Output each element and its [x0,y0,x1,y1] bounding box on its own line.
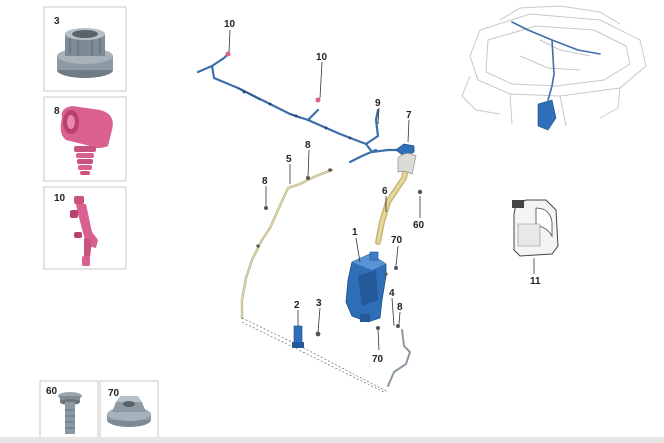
callout-6: 6 [382,186,388,197]
callout-2: 2 [294,300,300,311]
callout-11: 11 [530,276,541,287]
thumb-label-10: 10 [54,193,66,204]
thumb-label-8: 8 [54,106,60,117]
vehicle-hose-highlight [511,21,601,131]
callout-8-right: 8 [397,302,403,313]
callout-70-top: 70 [391,235,403,246]
washer-nozzle-icon [70,196,98,266]
callout-5: 5 [286,154,292,165]
thumb-part-8[interactable]: 8 [43,96,127,182]
assembly-lines [241,317,389,393]
bottom-scroll-strip [0,437,664,443]
leader-lines [228,29,535,351]
vehicle-location-view [461,5,647,127]
flange-nut-icon [107,396,151,427]
callout-1: 1 [352,227,358,238]
callout-7: 7 [406,110,412,121]
thumb-label-3: 3 [54,16,60,27]
thumb-part-3[interactable]: 3 [43,6,127,92]
callout-10-left: 10 [224,19,236,30]
thumb-part-70[interactable]: 70 [99,380,159,440]
thumb-label-70: 70 [108,388,120,399]
thumb-part-60[interactable]: 60 [39,380,99,440]
callout-10-right: 10 [316,52,328,63]
callout-8-left: 8 [262,176,268,187]
thumb-part-10[interactable]: 10 [43,186,127,270]
washer-hose[interactable] [240,168,411,387]
callout-9: 9 [375,98,381,109]
washer-reservoir[interactable] [345,251,387,323]
filler-neck-seal-icon [57,28,113,78]
nozzle-right-marker [315,97,321,103]
washer-fluid-jug[interactable] [512,199,559,257]
callout-4: 4 [389,288,395,299]
callout-60: 60 [413,220,425,231]
nozzle-hose-line[interactable] [196,51,410,164]
thumb-label-60: 60 [46,386,58,397]
filler-neck[interactable] [375,153,417,245]
nozzle-left-marker [225,51,231,57]
washer-pump[interactable] [292,325,304,348]
callouts: 10 10 9 7 8 5 8 6 60 70 1 2 3 4 8 70 11 [224,19,541,365]
fasteners [256,168,423,337]
bolt-icon [58,392,82,434]
callout-3: 3 [316,298,322,309]
callout-70-bottom: 70 [372,354,384,365]
callout-8-top: 8 [305,140,311,151]
grommet-icon [60,106,113,175]
